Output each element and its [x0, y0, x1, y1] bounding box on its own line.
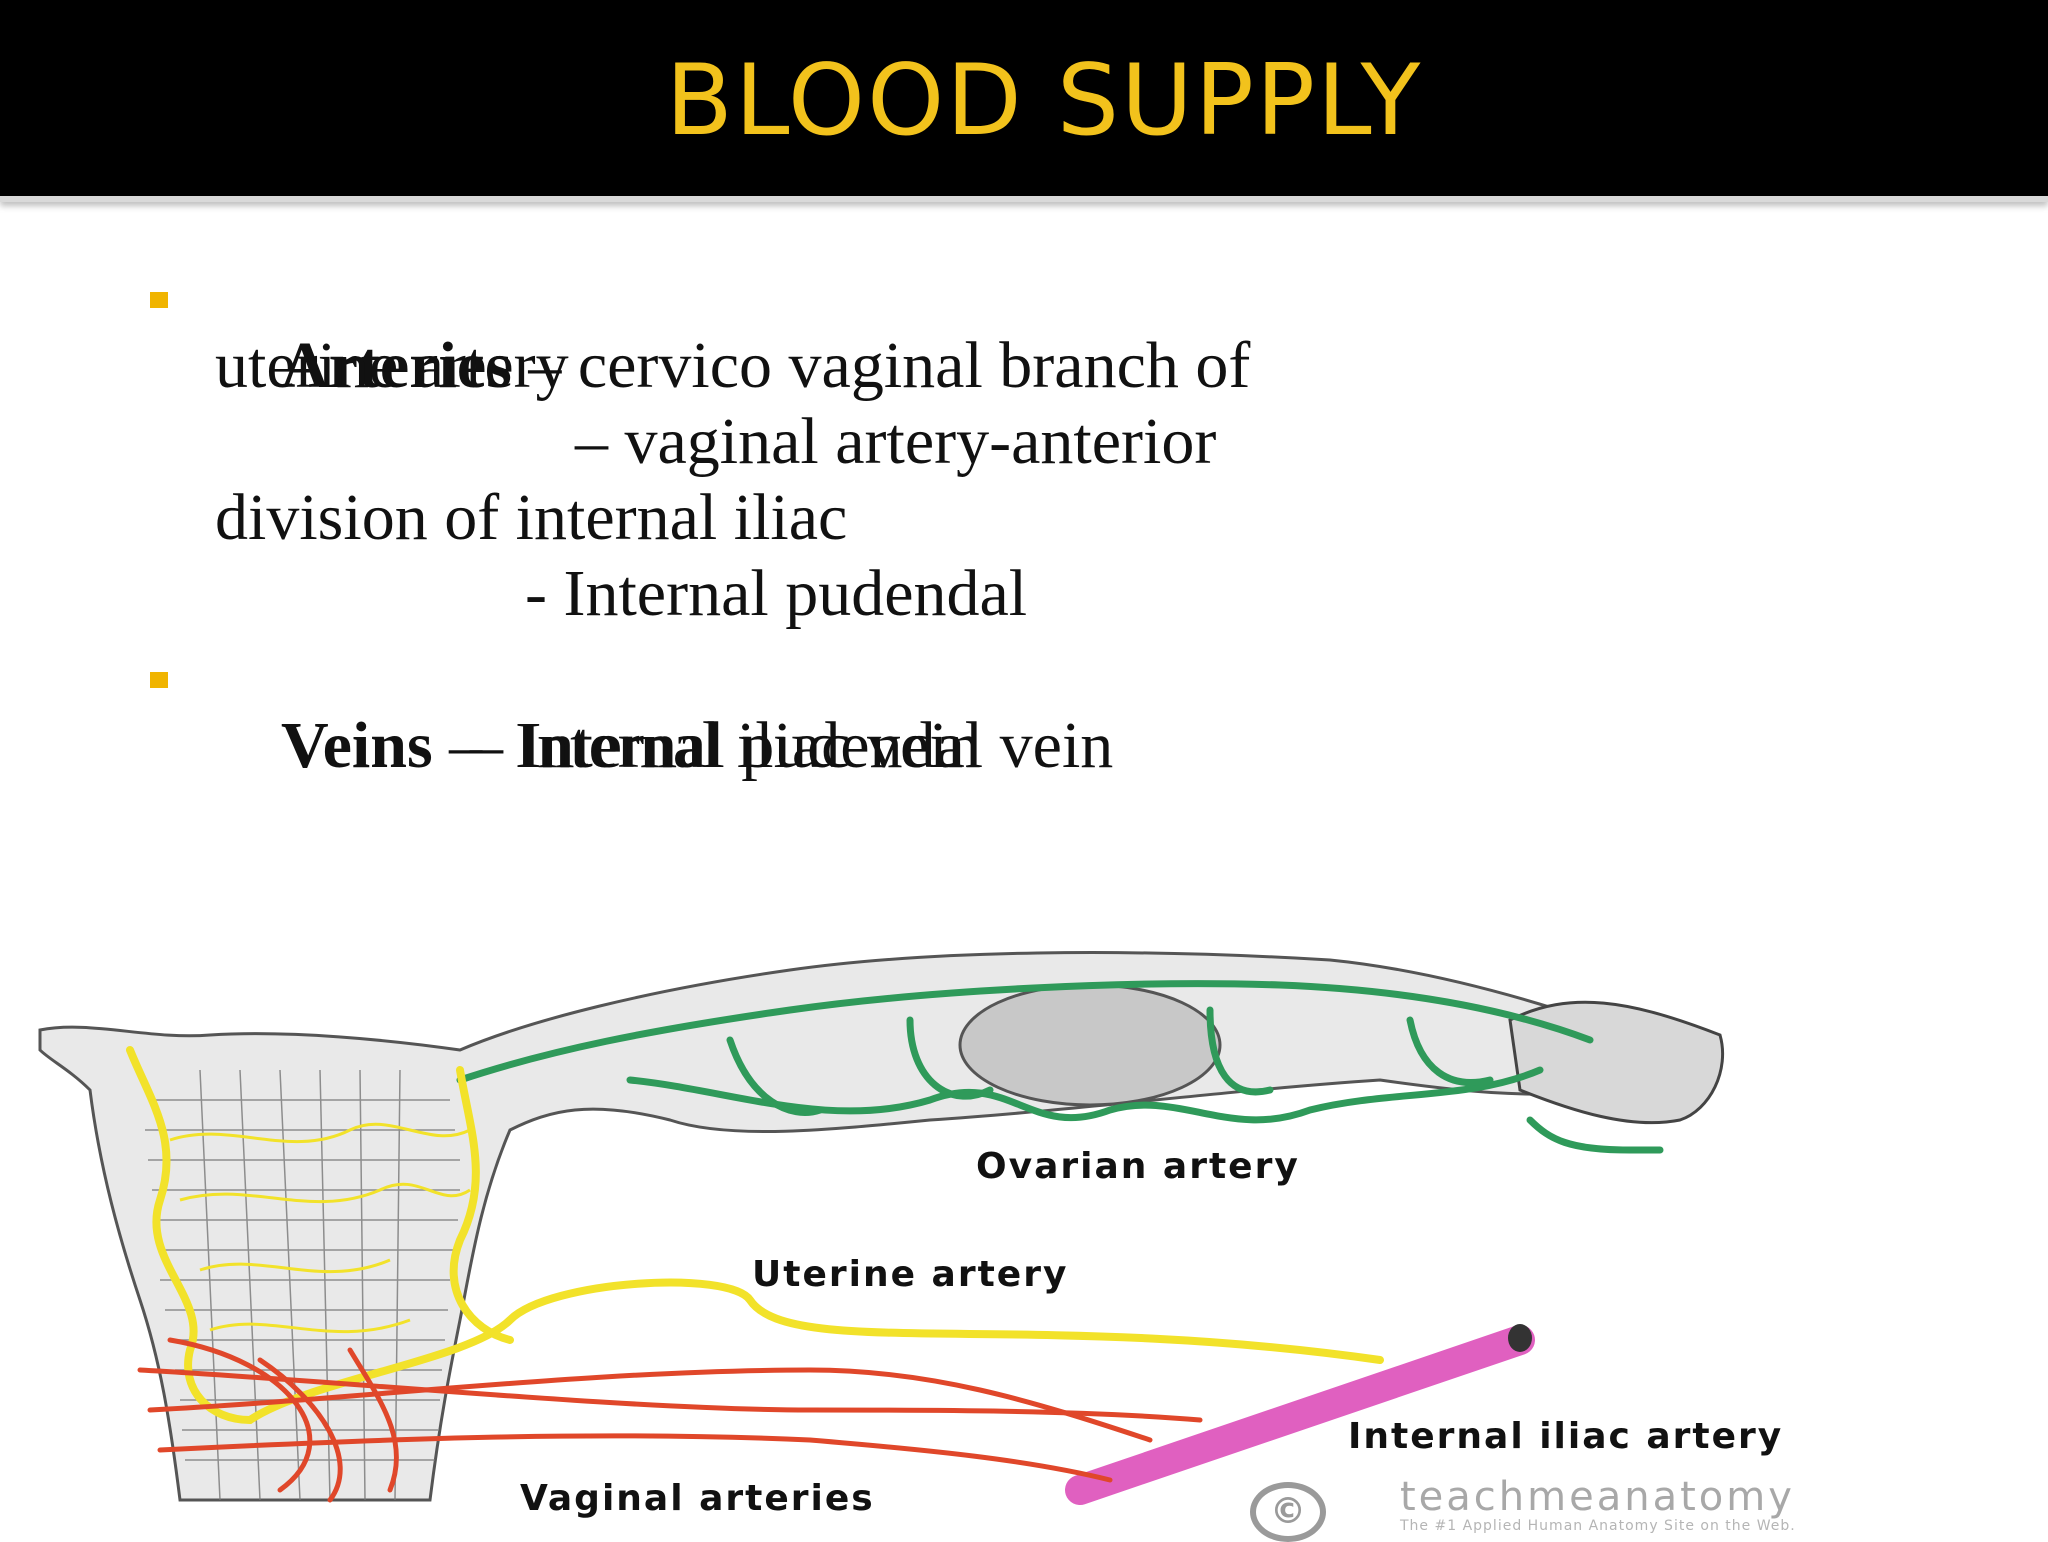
bullet-arteries: Arteries – cervico vaginal branch of [140, 252, 1740, 402]
line-text: division of internal iliac [215, 481, 848, 554]
uterus-outline [38, 951, 1612, 1502]
ovary [958, 983, 1222, 1107]
line-vaginal: – vaginal artery-anterior [140, 404, 1740, 480]
line-uterine: uterine artery [140, 328, 1740, 404]
line-text: – Internal pudendal vein [470, 709, 1114, 782]
vaginal-arteries [137, 1337, 1203, 1503]
label-ovarian-artery: Ovarian artery [976, 1146, 1300, 1187]
watermark-name: teachmeanatomy [1400, 1474, 1795, 1520]
veins-heading: Veins [281, 709, 433, 782]
label-vaginal-arteries: Vaginal arteries [520, 1478, 875, 1519]
line-text: – vaginal artery-anterior [575, 405, 1217, 478]
line-pudendal-vein: – Internal pudendal vein [140, 708, 1740, 784]
bullet-square-icon [150, 292, 168, 308]
label-uterine-artery: Uterine artery [752, 1254, 1069, 1295]
slide-title: BLOOD SUPPLY [665, 44, 1423, 158]
uterine-branches [169, 1122, 471, 1334]
uterine-artery [126, 1046, 1384, 1425]
line-division: division of internal iliac [140, 480, 1740, 556]
line-text: – cervico vaginal branch of [511, 329, 1251, 402]
title-bar: BLOOD SUPPLY [0, 0, 2048, 202]
fimbriae [1508, 1000, 1725, 1125]
internal-iliac-artery [1065, 1325, 1535, 1505]
watermark-tagline: The #1 Applied Human Anatomy Site on the… [1400, 1518, 1796, 1534]
arteries-heading: Arteries [281, 329, 512, 402]
line-pudendal: - Internal pudendal [140, 556, 1740, 632]
bullet-square-icon [150, 672, 168, 688]
line-text: uterine artery [215, 329, 569, 402]
copyright-icon: © [1250, 1482, 1326, 1542]
bullet-veins: Veins – Internal iliac vein [140, 632, 1740, 782]
label-internal-iliac-artery: Internal iliac artery [1348, 1416, 1784, 1457]
line-text: – Internal iliac vein [432, 709, 981, 782]
bullet-list: Arteries – cervico vaginal branch of ute… [140, 252, 1740, 784]
ovarian-artery [456, 980, 1664, 1154]
uterus-blood-supply-illustration [38, 951, 1725, 1505]
internal-iliac-end [1508, 1324, 1532, 1352]
line-text: - Internal pudendal [525, 557, 1028, 630]
